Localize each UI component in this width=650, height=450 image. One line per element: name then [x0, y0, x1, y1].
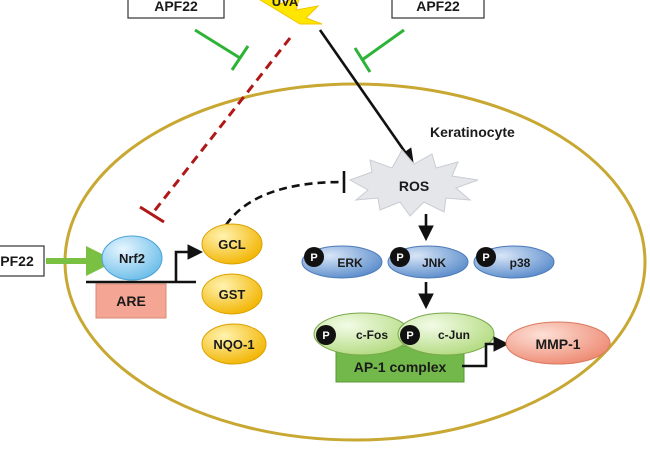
- ros-node: ROS: [348, 149, 479, 217]
- svg-text:ARE: ARE: [116, 293, 146, 309]
- svg-text:JNK: JNK: [422, 256, 446, 270]
- svg-text:MMP-1: MMP-1: [535, 336, 580, 352]
- svg-text:PF22: PF22: [0, 253, 34, 269]
- svg-text:P: P: [482, 252, 489, 264]
- svg-text:P: P: [406, 330, 413, 342]
- gst-node: GST: [201, 273, 263, 315]
- svg-text:P: P: [310, 252, 317, 264]
- apf22-inhibits-uva-right: [353, 28, 405, 73]
- nrf2-promoter-arrow: [174, 244, 204, 282]
- gcl-node: GCL: [201, 223, 263, 265]
- nqo1-node: NQO-1: [201, 323, 267, 365]
- p38-node: p38 P: [473, 245, 555, 279]
- erk-node: ERK P: [301, 245, 383, 279]
- svg-text:c-Jun: c-Jun: [438, 328, 470, 342]
- are-element: ARE: [95, 283, 167, 319]
- keratinocyte-label: Keratinocyte: [430, 124, 515, 140]
- uva-inhibits-nrf2: [139, 37, 292, 224]
- cfos-node: c-Fos P: [313, 312, 411, 356]
- uva-to-ros-arrow: [318, 29, 414, 165]
- phospho-cfos: [316, 325, 336, 345]
- apf22-inhibits-uva-left: [194, 28, 250, 71]
- uva-sun: UVA: [259, 0, 323, 25]
- uva-label: UVA: [272, 0, 299, 9]
- phospho-p38: [476, 247, 496, 267]
- svg-text:NQO-1: NQO-1: [213, 337, 254, 352]
- phospho-erk: [304, 247, 324, 267]
- svg-text:p38: p38: [510, 256, 531, 270]
- svg-text:Nrf2: Nrf2: [119, 251, 145, 266]
- jnk-node: JNK P: [387, 245, 469, 279]
- mmp1-node: MMP-1: [505, 321, 611, 365]
- svg-text:ROS: ROS: [399, 178, 429, 194]
- apf22-side-box: PF22: [0, 245, 45, 277]
- svg-text:ERK: ERK: [337, 256, 363, 270]
- ap1-promoter-arrow: [462, 336, 510, 368]
- phospho-jnk: [390, 247, 410, 267]
- phospho-cjun: [400, 325, 420, 345]
- svg-text:APF22: APF22: [416, 0, 460, 14]
- gcl-inhibits-ros: [224, 171, 346, 226]
- apf22-left-box: APF22: [127, 0, 225, 19]
- svg-text:P: P: [396, 252, 403, 264]
- nrf2-node: Nrf2: [101, 235, 163, 281]
- apf22-right-box: APF22: [391, 0, 485, 19]
- svg-text:P: P: [322, 330, 329, 342]
- svg-text:c-Fos: c-Fos: [356, 328, 388, 342]
- svg-text:GST: GST: [219, 287, 246, 302]
- svg-text:AP-1 complex: AP-1 complex: [354, 359, 447, 375]
- svg-text:GCL: GCL: [218, 237, 246, 252]
- svg-text:APF22: APF22: [154, 0, 198, 14]
- cjun-node: c-Jun P: [397, 312, 495, 356]
